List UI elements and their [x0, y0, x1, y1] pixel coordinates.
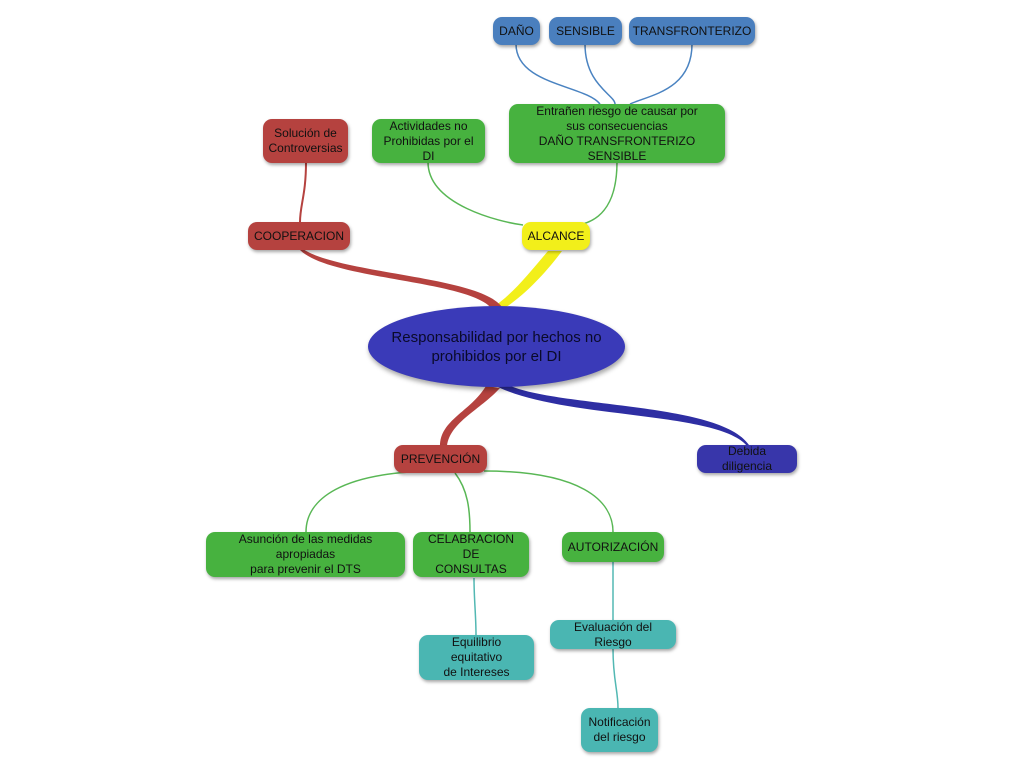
cooperacion-node[interactable]: COOPERACION	[248, 222, 350, 250]
link-prevencion-autorizacion	[483, 470, 614, 533]
entranen-riesgo-node[interactable]: Entrañen riesgo de causar por sus consec…	[509, 104, 725, 163]
link-entranen-alcance	[577, 161, 618, 226]
branch-root-prevencion	[440, 386, 500, 446]
link-prevencion-celebracion	[454, 472, 471, 533]
link-prevencion-asuncion	[305, 470, 441, 533]
link-sensible-entranen	[584, 43, 616, 105]
link-solucion-cooperacion	[299, 161, 307, 223]
link-evaluacion-notificacion	[612, 648, 619, 709]
transfronterizo-node[interactable]: TRANSFRONTERIZO	[629, 17, 755, 45]
notificacion-riesgo-node[interactable]: Notificación del riesgo	[581, 708, 658, 752]
link-dano-entranen	[515, 43, 601, 105]
prevencion-node[interactable]: PREVENCIÓN	[394, 445, 487, 473]
root-topic-node[interactable]: Responsabilidad por hechos no prohibidos…	[368, 306, 625, 387]
branch-root-alcance	[492, 251, 562, 311]
debida-diligencia-node[interactable]: Debida diligencia	[697, 444, 797, 473]
equilibrio-intereses-node[interactable]: Equilibrio equitativo de Intereses	[419, 635, 534, 680]
branch-root-cooperacion	[300, 249, 502, 309]
actividades-no-prohibidas-node[interactable]: Actividades no Prohibidas por el DI	[372, 119, 485, 163]
link-celebracion-equilibrio	[473, 577, 477, 636]
autorizacion-node[interactable]: AUTORIZACIÓN	[562, 532, 664, 562]
evaluacion-riesgo-node[interactable]: Evaluación del Riesgo	[550, 620, 676, 649]
solucion-controversias-node[interactable]: Solución de Controversias	[263, 119, 348, 163]
alcance-node[interactable]: ALCANCE	[522, 222, 590, 250]
branch-root-debida	[494, 385, 749, 447]
link-actividades-alcance	[427, 161, 524, 226]
sensible-node[interactable]: SENSIBLE	[549, 17, 622, 45]
asuncion-medidas-node[interactable]: Asunción de las medidas apropiadas para …	[206, 532, 405, 577]
celebracion-consultas-node[interactable]: CELABRACION DE CONSULTAS	[413, 532, 529, 577]
link-transfronterizo-entranen	[629, 43, 693, 105]
dano-node[interactable]: DAÑO	[493, 17, 540, 45]
